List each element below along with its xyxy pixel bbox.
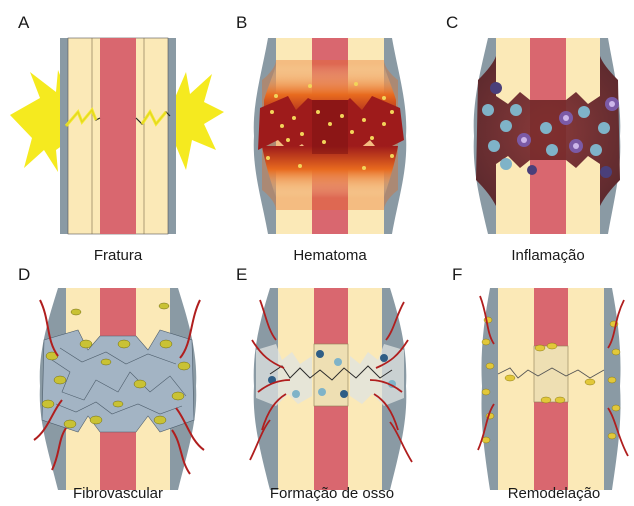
panel-fibrovascular: D Fibrovascular — [18, 265, 204, 502]
panel-letter-d: D — [18, 265, 30, 284]
panel-letter-c: C — [446, 13, 458, 32]
fracture-burst-right — [174, 72, 224, 170]
panel-caption-e: Formação de osso — [270, 485, 394, 502]
panel-caption-a: Fratura — [94, 247, 143, 264]
panel-inflammation: C Inflamação — [446, 13, 620, 264]
panel-caption-b: Hematoma — [293, 247, 367, 264]
panel-caption-d: Fibrovascular — [73, 485, 163, 502]
panel-bone-formation: E Formação de osso — [236, 265, 412, 502]
panel-letter-f: F — [452, 265, 462, 284]
bone-a — [60, 38, 176, 234]
panel-caption-f: Remodelação — [508, 485, 601, 502]
panel-letter-b: B — [236, 13, 247, 32]
panel-letter-a: A — [18, 13, 30, 32]
panel-caption-c: Inflamação — [511, 247, 584, 264]
panel-hematoma: B Hematoma — [236, 13, 406, 264]
panel-letter-e: E — [236, 265, 247, 284]
panel-fracture: A Fratura — [10, 13, 224, 264]
panel-remodeling: F Remodelação — [452, 265, 628, 502]
